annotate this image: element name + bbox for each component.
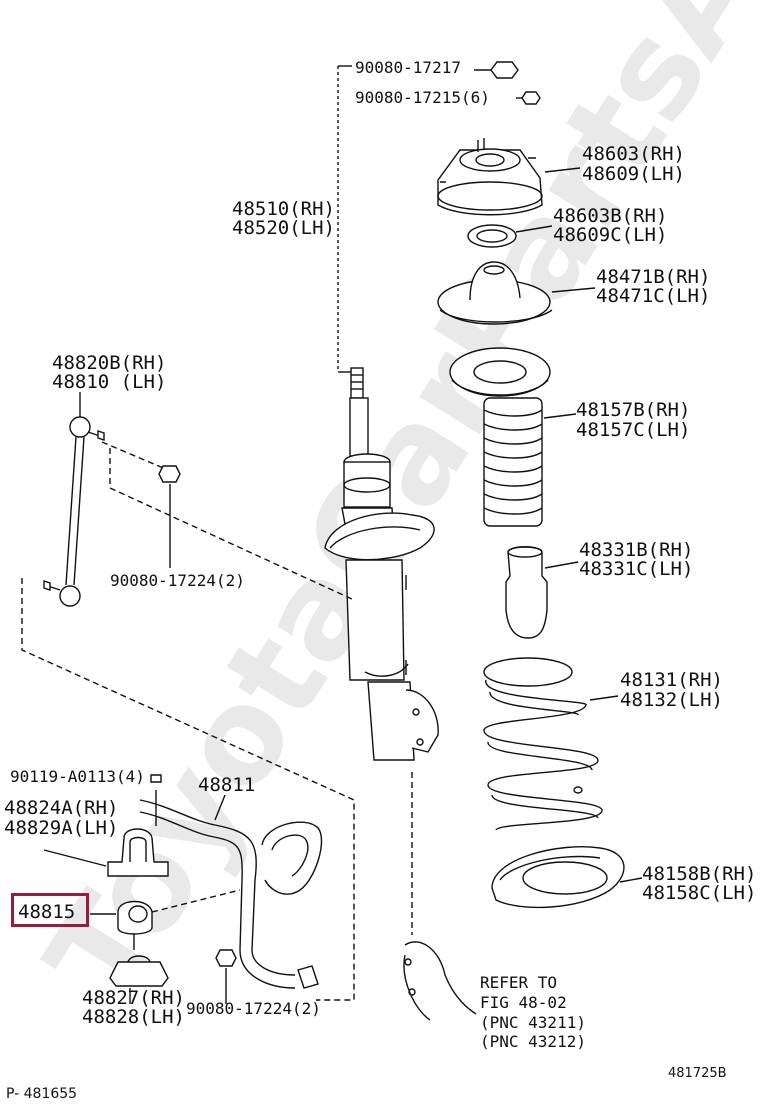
label-48471c[interactable]: 48471C(LH)	[596, 285, 710, 307]
label-48471b[interactable]: 48471B(RH)	[596, 266, 710, 288]
dust-boot-drawing	[449, 347, 577, 527]
label-48815[interactable]: 48815	[18, 901, 75, 923]
label-48609c[interactable]: 48609C(LH)	[553, 224, 667, 246]
bracket-lower-drawing	[109, 955, 169, 1004]
label-48131[interactable]: 48131(RH)	[620, 669, 723, 691]
label-90119-a0113[interactable]: 90119-A0113(4)	[10, 767, 145, 786]
label-48810[interactable]: 48810 (LH)	[52, 371, 166, 393]
selected-part-highlight	[11, 893, 89, 927]
upper-support-drawing	[437, 138, 581, 216]
label-48609[interactable]: 48609(LH)	[582, 163, 685, 185]
label-48158b[interactable]: 48158B(RH)	[642, 863, 756, 885]
label-48331c[interactable]: 48331C(LH)	[579, 558, 693, 580]
upper-nuts-drawing	[338, 61, 541, 105]
stabilizer-link-drawing	[21, 392, 355, 1001]
label-90080-17224-lower[interactable]: 90080-17224(2)	[186, 999, 321, 1018]
label-48828[interactable]: 48828(LH)	[82, 1006, 185, 1028]
coil-spring-drawing	[483, 657, 619, 831]
label-48157c[interactable]: 48157C(LH)	[576, 419, 690, 441]
label-48331b[interactable]: 48331B(RH)	[579, 539, 693, 561]
page-code: P- 481655	[6, 1086, 78, 1102]
refer-line-4: (PNC 43212)	[480, 1032, 586, 1051]
label-48520[interactable]: 48520(LH)	[232, 217, 335, 239]
refer-line-1: REFER TO	[480, 973, 557, 992]
refer-line-3: (PNC 43211)	[480, 1013, 586, 1032]
bracket-upper-drawing	[43, 774, 169, 877]
lower-insulator-drawing	[491, 846, 643, 909]
label-48603b[interactable]: 48603B(RH)	[553, 205, 667, 227]
bearing-drawing	[467, 224, 553, 248]
spring-seat-upper-drawing	[437, 261, 596, 325]
stabilizer-bar-drawing	[139, 794, 323, 989]
label-48603[interactable]: 48603(RH)	[582, 143, 685, 165]
link-nut-lower-drawing	[215, 949, 237, 1004]
label-48157b[interactable]: 48157B(RH)	[576, 399, 690, 421]
label-48829a[interactable]: 48829A(LH)	[4, 817, 118, 839]
label-48132[interactable]: 48132(LH)	[620, 689, 723, 711]
figure-code: 481725B	[668, 1066, 727, 1081]
refer-line-2[interactable]: FIG 48-02	[480, 993, 567, 1012]
strut-assembly-drawing	[324, 66, 439, 761]
steering-knuckle-drawing	[403, 772, 477, 1021]
label-48811[interactable]: 48811	[198, 774, 255, 796]
label-48820b[interactable]: 48820B(RH)	[52, 352, 166, 374]
bound-stopper-drawing	[505, 546, 579, 639]
label-48158c[interactable]: 48158C(LH)	[642, 882, 756, 904]
label-48827[interactable]: 48827(RH)	[82, 987, 185, 1009]
label-90080-17215[interactable]: 90080-17215(6)	[355, 88, 490, 107]
part-labels: 90080-17217 90080-17215(6) 48603(RH) 486…	[4, 58, 756, 1051]
label-90080-17224-upper[interactable]: 90080-17224(2)	[110, 571, 245, 590]
link-nut-upper-drawing	[158, 465, 181, 568]
bushing-drawing	[90, 889, 241, 950]
label-48824a[interactable]: 48824A(RH)	[4, 797, 118, 819]
label-48510[interactable]: 48510(RH)	[232, 198, 335, 220]
label-90080-17217[interactable]: 90080-17217	[355, 58, 461, 77]
